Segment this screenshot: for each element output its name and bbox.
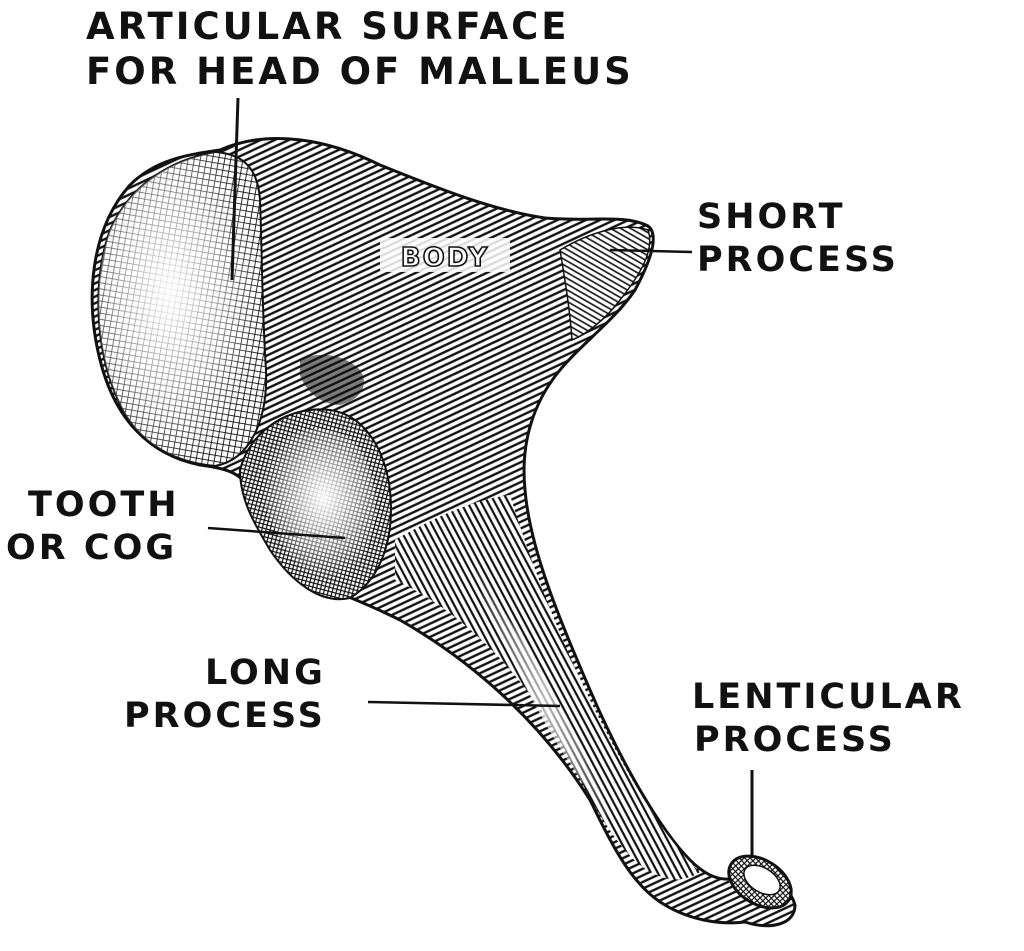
leader-long-process [367, 700, 561, 708]
lenticular-face [743, 864, 781, 896]
articular-surface-label-line1: ARTICULAR SURFACE [86, 5, 570, 48]
leader-tooth [207, 526, 346, 540]
short-process-label: SHORT PROCESS [697, 196, 899, 281]
articular-highlight [98, 152, 267, 466]
short-process-label-line1: SHORT [697, 197, 846, 237]
leader-short-process [609, 248, 693, 254]
articular-surface-label: ARTICULAR SURFACE FOR HEAD OF MALLEUS [86, 4, 634, 94]
short-process-region [559, 226, 651, 342]
body-label: BODY [401, 243, 489, 273]
lenticular-process-label-line2: PROCESS [694, 719, 896, 760]
leader-articular [230, 97, 240, 281]
short-process-label-line2: PROCESS [697, 239, 899, 280]
tooth-or-cog-label: TOOTH OR COG [6, 484, 180, 569]
tooth-or-cog-label-line2: OR COG [6, 527, 178, 568]
long-process-label-line2: PROCESS [124, 695, 326, 736]
lenticular-process-label-line1: LENTICULAR [692, 677, 965, 717]
articular-surface-label-line2: FOR HEAD OF MALLEUS [86, 50, 634, 94]
long-process-label: LONG PROCESS [124, 652, 326, 737]
long-process-highlight [470, 560, 620, 830]
long-process-label-line1: LONG [204, 653, 326, 693]
body-crease-shadow [300, 354, 364, 405]
cog-highlight [259, 429, 376, 581]
body-label-backing [380, 238, 510, 272]
lenticular-process-label: LENTICULAR PROCESS [692, 676, 965, 761]
tooth-or-cog-label-line1: TOOTH [28, 485, 180, 525]
